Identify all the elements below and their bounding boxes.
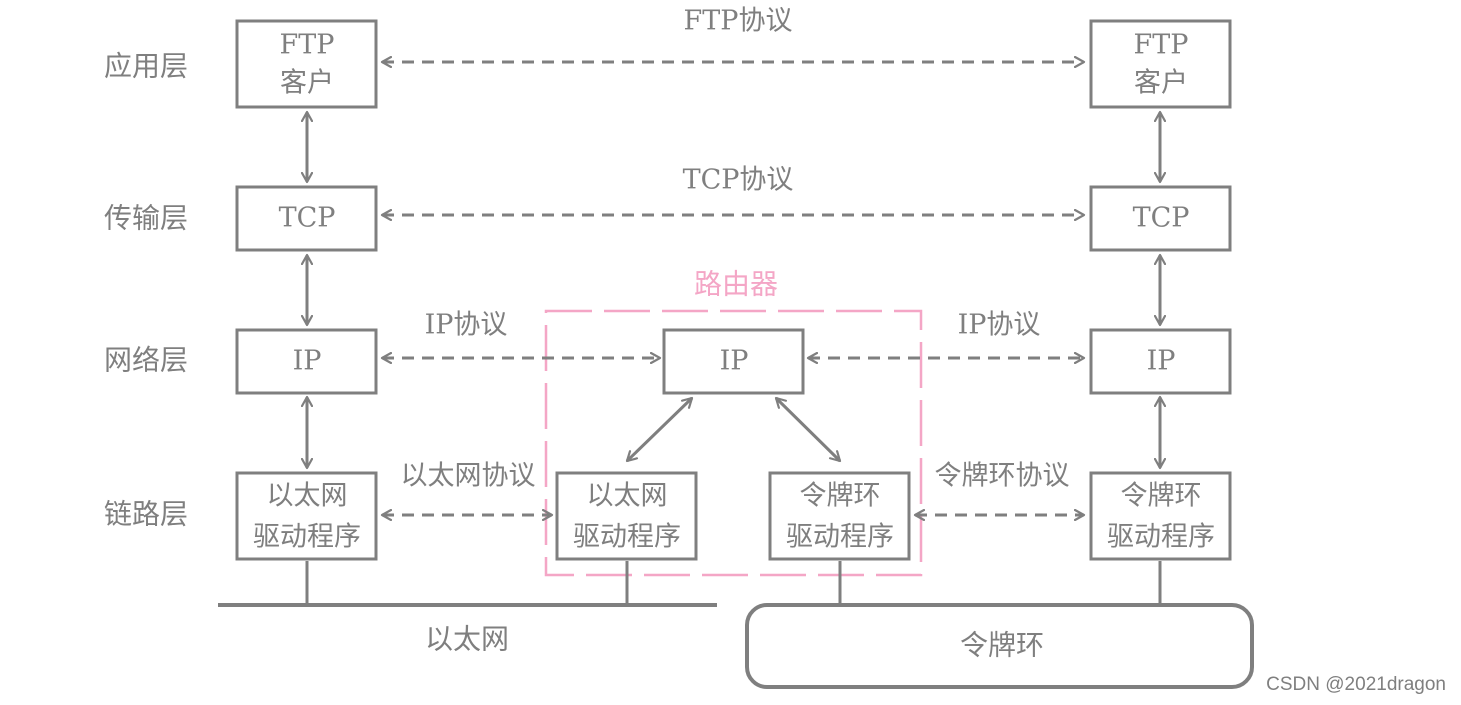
left-ftp-line1: FTP	[280, 30, 335, 61]
router-ip-eth-arrow	[627, 398, 692, 461]
left-tcp-box	[235, 185, 378, 252]
right-tcp-label: TCP	[1133, 203, 1190, 234]
left-eth-line1: 以太网	[267, 481, 348, 512]
protocol-label-ethernet: 以太网协议	[401, 461, 536, 492]
router-ip-token-arrow	[776, 398, 840, 461]
left-ftp-line2: 客户	[280, 68, 334, 99]
right-tcp-box	[1089, 185, 1232, 252]
left-ip-box	[235, 328, 378, 395]
right-token-line2: 驱动程序	[1107, 522, 1215, 553]
protocol-label-ip-left: IP协议	[425, 310, 508, 341]
router-token-line2: 驱动程序	[786, 522, 894, 553]
left-ftp-client-box	[235, 19, 378, 109]
protocol-label-ip-right: IP协议	[958, 310, 1041, 341]
protocol-label-tcp: TCP协议	[683, 165, 794, 196]
token-ring-network-label: 令牌环	[960, 629, 1044, 662]
right-ip-label: IP	[1147, 346, 1176, 377]
router-token-ring-driver-box	[768, 471, 911, 561]
router-boundary	[544, 309, 923, 577]
watermark: CSDN @2021dragon	[1266, 674, 1446, 695]
layer-label-application: 应用层	[104, 50, 188, 83]
right-token-line1: 令牌环	[1121, 481, 1202, 512]
right-ftp-client-box	[1089, 19, 1232, 109]
router-eth-line1: 以太网	[587, 481, 668, 512]
right-ftp-line1: FTP	[1134, 30, 1189, 61]
layer-label-network: 网络层	[104, 344, 188, 377]
left-ethernet-driver-box	[235, 471, 378, 561]
layer-label-link: 链路层	[104, 498, 188, 531]
protocol-label-token-ring: 令牌环协议	[935, 461, 1070, 492]
router-ethernet-driver-box	[555, 471, 698, 561]
router-ip-label: IP	[720, 346, 749, 377]
right-token-ring-driver-box	[1089, 471, 1232, 561]
left-ip-label: IP	[293, 346, 322, 377]
layer-label-transport: 传输层	[104, 202, 188, 235]
left-eth-line2: 驱动程序	[253, 522, 361, 553]
router-title: 路由器	[694, 268, 778, 301]
token-ring	[745, 603, 1254, 689]
router-ip-box	[662, 328, 805, 395]
right-ftp-line2: 客户	[1134, 68, 1188, 99]
router-eth-line2: 驱动程序	[573, 522, 681, 553]
ethernet-network-label: 以太网	[425, 623, 509, 656]
protocol-label-ftp: FTP协议	[684, 6, 793, 37]
right-ip-box	[1089, 328, 1232, 395]
router-token-line1: 令牌环	[800, 481, 881, 512]
left-tcp-label: TCP	[279, 203, 336, 234]
